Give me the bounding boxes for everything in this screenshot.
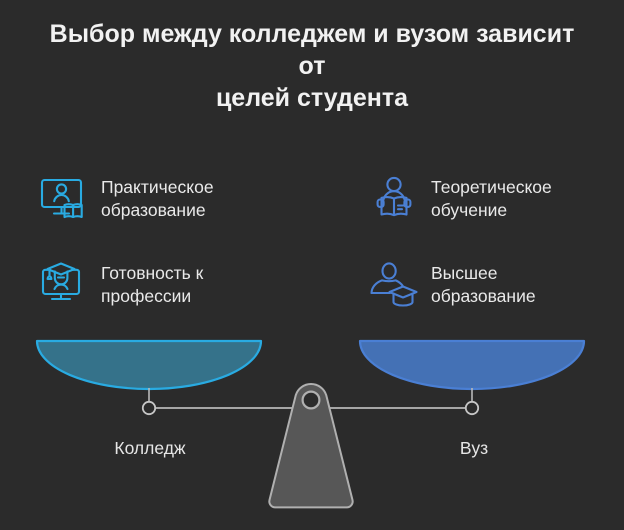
person-graduation-cap-icon <box>368 258 420 310</box>
feature-item-career-readiness: Готовность к профессии <box>38 258 203 310</box>
feature-item-higher-education: Высшее образование <box>368 258 536 310</box>
page-title: Выбор между колледжем и вузом зависит от… <box>0 18 624 114</box>
feature-label-theoretical-learning: Теоретическое обучение <box>431 177 552 220</box>
feature-label-practical-education: Практическое образование <box>101 177 214 220</box>
page-title-line-2: целей студента <box>215 84 409 112</box>
scale-pan-left <box>35 339 263 391</box>
scale-label-university: Вуз <box>459 438 489 458</box>
scale-hanger-ring-left <box>141 400 157 416</box>
feature-item-theoretical-learning: Теоретическое обучение <box>368 172 552 224</box>
monitor-person-book-icon <box>38 172 90 224</box>
monitor-graduate-icon <box>38 258 90 310</box>
fulcrum-pivot-hole <box>301 390 321 410</box>
balance-scale: Колледж Вуз <box>0 328 624 530</box>
scale-hanger-ring-right <box>464 400 480 416</box>
scale-fulcrum <box>268 382 354 509</box>
feature-list: Практическое образование <box>0 168 624 328</box>
feature-label-career-readiness: Готовность к профессии <box>101 263 204 306</box>
feature-item-practical-education: Практическое образование <box>38 172 214 224</box>
scale-label-college: Колледж <box>114 438 186 458</box>
person-reading-book-icon <box>368 172 420 224</box>
feature-label-higher-education: Высшее образование <box>431 263 536 306</box>
page-title-line-1: Выбор между колледжем и вузом зависит от <box>49 20 575 80</box>
scale-pan-right <box>358 339 586 391</box>
